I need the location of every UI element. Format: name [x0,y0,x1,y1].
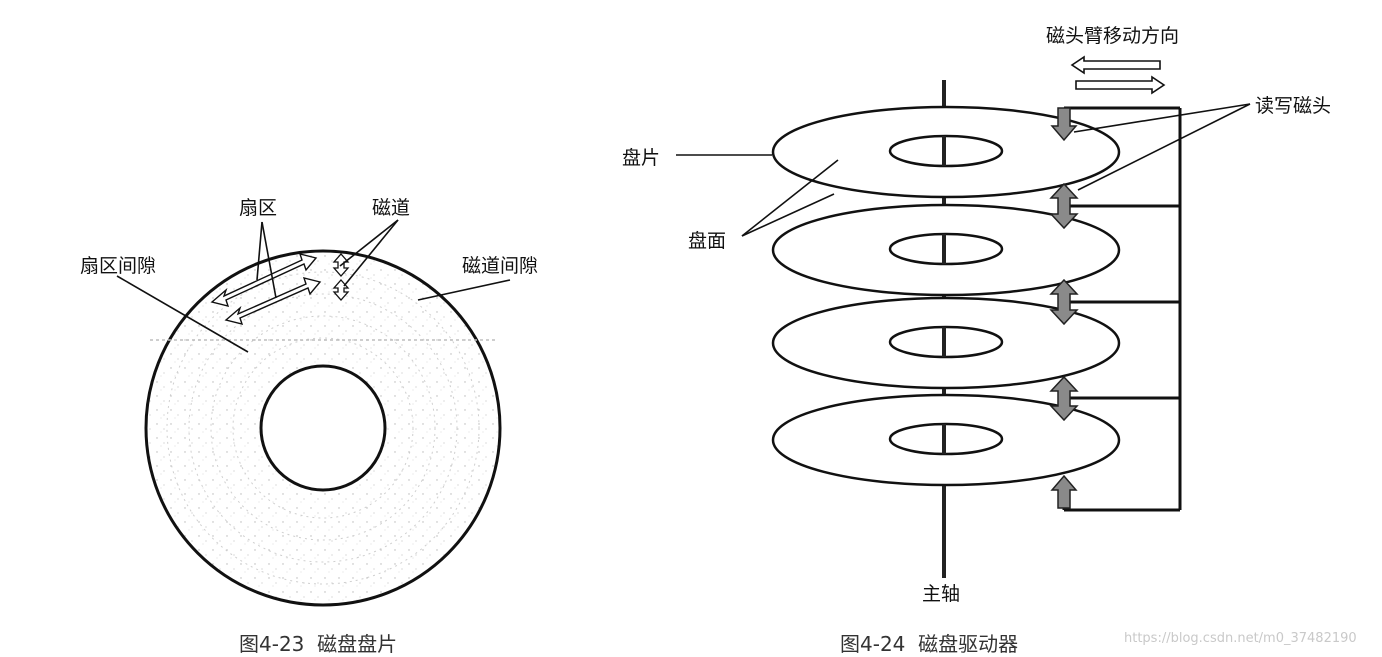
rw-head-3 [1049,278,1079,326]
arm-direction-arrows [1070,55,1166,95]
rw-head-4 [1049,375,1079,422]
label-arm-direction: 磁头臂移动方向 [1046,25,1179,47]
rw-head-1 [1050,107,1078,142]
label-surface: 盘面 [688,230,726,252]
platter-hole [259,364,387,492]
caption-left: 图4-23 磁盘盘片 [239,632,397,656]
sector-arrows [210,253,322,325]
label-track: 磁道 [372,197,410,219]
right-leader-lines [676,103,1251,237]
left-leader-lines [116,219,511,353]
label-platter: 盘片 [622,147,660,169]
label-sector-gap: 扇区间隙 [80,255,156,277]
rw-head-5 [1050,474,1078,509]
watermark: https://blog.csdn.net/m0_37482190 [1124,631,1357,646]
label-rw-head: 读写磁头 [1255,95,1331,117]
rw-head-2 [1049,182,1079,230]
rw-heads [1049,107,1079,509]
label-spindle: 主轴 [922,583,960,605]
drive-figure: 磁头臂移动方向 读写磁头 盘片 盘面 主轴 图4-24 磁盘驱动器 [622,25,1331,656]
track-rings [166,271,480,585]
caption-right: 图4-24 磁盘驱动器 [840,632,1018,656]
label-track-gap: 磁道间隙 [462,255,538,277]
label-sector: 扇区 [239,197,277,219]
platter-figure: 扇区 磁道 扇区间隙 磁道间隙 图4-23 磁盘盘片 [80,197,538,656]
